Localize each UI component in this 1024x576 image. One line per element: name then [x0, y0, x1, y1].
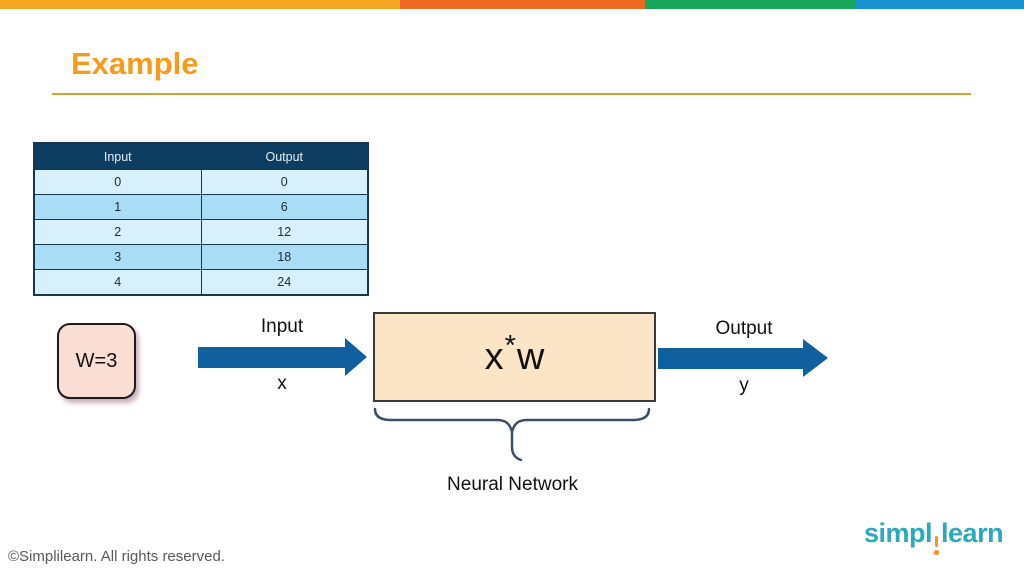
- copyright-text: ©Simplilearn. All rights reserved.: [8, 548, 225, 565]
- title-underline: [52, 93, 971, 95]
- weight-label: W=3: [75, 349, 118, 372]
- topbar-segment-orange: [400, 0, 645, 9]
- output-arrow-body: [658, 348, 803, 369]
- topbar-segment-green: [645, 0, 856, 9]
- curly-brace-path: [373, 407, 651, 462]
- top-accent-bar: [0, 0, 1024, 9]
- table-header-row: Input Output: [33, 142, 369, 170]
- output-arrow-label: Output: [715, 318, 773, 339]
- output-arrow: [658, 339, 830, 377]
- table-cell: 0: [33, 169, 202, 195]
- input-arrow-body: [198, 347, 345, 368]
- x-variable-label: x: [277, 373, 287, 394]
- table-cell: 12: [200, 219, 369, 245]
- output-arrow-head: [803, 339, 828, 377]
- logo-i-stem: [934, 536, 939, 547]
- table-cell: 2: [33, 219, 202, 245]
- logo-text-suffix: learn: [941, 518, 1004, 548]
- table-cell: 18: [200, 244, 369, 270]
- topbar-segment-amber: [0, 0, 400, 9]
- column-header-input: Input: [33, 142, 202, 170]
- input-arrow-head: [345, 338, 367, 376]
- column-header-output: Output: [200, 142, 369, 170]
- logo-i-icon: [933, 536, 940, 555]
- table-row: 0 0: [33, 169, 369, 195]
- neural-network-caption: Neural Network: [447, 474, 578, 495]
- page-title: Example: [71, 46, 199, 81]
- table-cell: 24: [200, 269, 369, 296]
- table-cell: 4: [33, 269, 202, 296]
- y-variable-label: y: [739, 375, 749, 396]
- block-text-x: x: [484, 335, 504, 378]
- table-cell: 3: [33, 244, 202, 270]
- logo-text-prefix: simpl: [864, 518, 933, 548]
- input-arrow: [198, 338, 368, 376]
- simplilearn-logo: simpl learn: [864, 518, 1004, 555]
- table-row: 1 6: [33, 194, 369, 220]
- neural-network-block: x*w: [373, 312, 656, 402]
- block-text-star: *: [504, 329, 516, 362]
- weight-box: W=3: [57, 323, 136, 399]
- curly-brace: [373, 407, 651, 462]
- input-output-table: Input Output 0 0 1 6 2 12 3 18 4: [33, 142, 369, 296]
- table-cell: 0: [200, 169, 369, 195]
- table-row: 2 12: [33, 219, 369, 245]
- input-arrow-label: Input: [260, 316, 304, 337]
- table-cell: 6: [200, 194, 369, 220]
- table-cell: 1: [33, 194, 202, 220]
- topbar-segment-blue: [856, 0, 1024, 9]
- table-row: 3 18: [33, 244, 369, 270]
- block-text-w: w: [516, 335, 545, 378]
- logo-i-dot: [934, 550, 939, 555]
- table-row: 4 24: [33, 269, 369, 296]
